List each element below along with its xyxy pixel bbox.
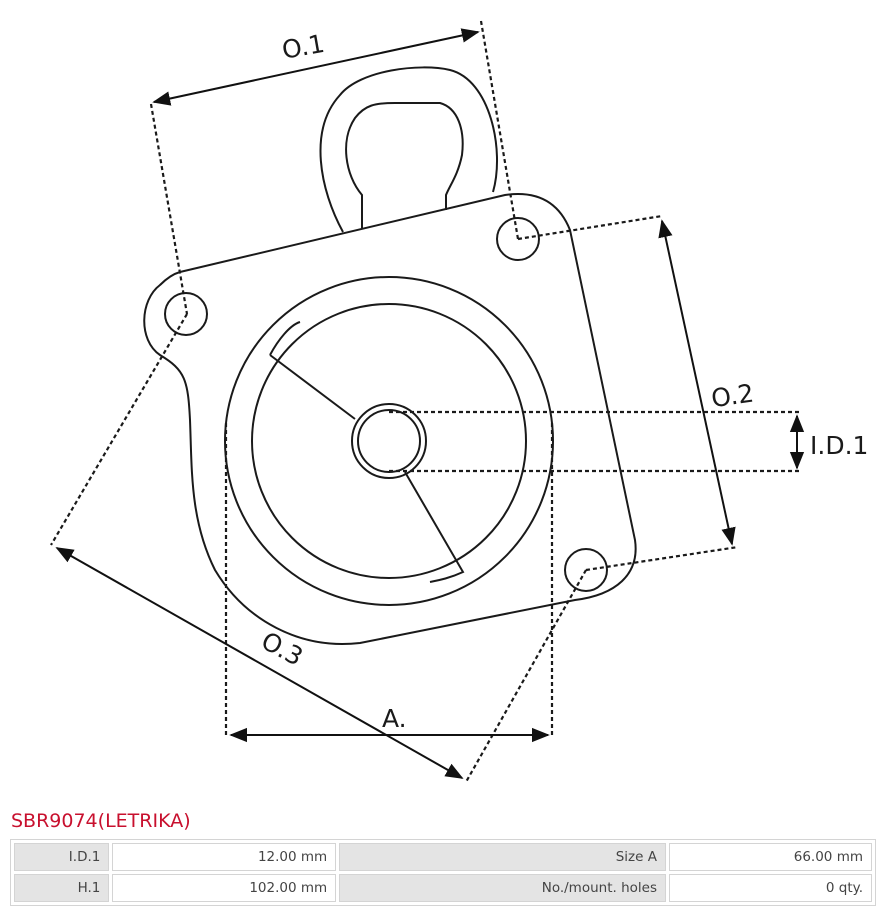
shaft-hole-inner <box>357 409 421 473</box>
spec-label-size-a: Size A <box>339 843 666 871</box>
table-row: I.D.1 12.00 mm Size A 66.00 mm <box>14 843 872 871</box>
shaft-hole-outer <box>351 403 427 479</box>
specs-table: I.D.1 12.00 mm Size A 66.00 mm H.1 102.0… <box>10 839 876 906</box>
label-a: A. <box>382 704 407 733</box>
sector-cut-lower <box>404 471 465 583</box>
ref-line-o1-right <box>479 20 520 240</box>
pilot-inner-circle <box>251 303 527 579</box>
part-title: SBR9074(LETRIKA) <box>11 810 191 832</box>
sector-cut-upper <box>269 321 356 420</box>
spec-value-mount-holes: 0 qty. <box>668 874 872 902</box>
label-o2: O.2 <box>709 379 755 414</box>
ref-line-o2-bottom <box>585 545 739 572</box>
mount-hole-bottom-right <box>564 548 608 592</box>
dim-arrow-o1 <box>152 28 480 106</box>
dim-arrow-o2 <box>658 219 736 546</box>
spec-value-h1: 102.00 mm <box>112 874 337 902</box>
ref-line-o2-top <box>517 214 663 241</box>
spec-label-id1: I.D.1 <box>14 843 110 871</box>
spec-value-size-a: 66.00 mm <box>668 843 872 871</box>
technical-drawing: O.1 O.2 I.D.1 O.3 A. <box>50 20 868 783</box>
spec-label-h1: H.1 <box>14 874 110 902</box>
ref-line-o3-left <box>50 313 188 546</box>
spec-value-id1: 12.00 mm <box>112 843 337 871</box>
label-o1: O.1 <box>280 29 327 65</box>
pilot-outer-circle <box>224 276 554 606</box>
spec-label-mount-holes: No./mount. holes <box>339 874 666 902</box>
flange-outline <box>143 193 637 645</box>
mount-hole-left <box>164 292 208 336</box>
ref-line-o3-right <box>465 569 587 783</box>
ref-line-o1-left <box>149 103 189 315</box>
mount-hole-top-right <box>496 217 540 261</box>
label-id1: I.D.1 <box>810 431 868 460</box>
dim-arrow-o3 <box>55 547 464 779</box>
table-row: H.1 102.00 mm No./mount. holes 0 qty. <box>14 874 872 902</box>
